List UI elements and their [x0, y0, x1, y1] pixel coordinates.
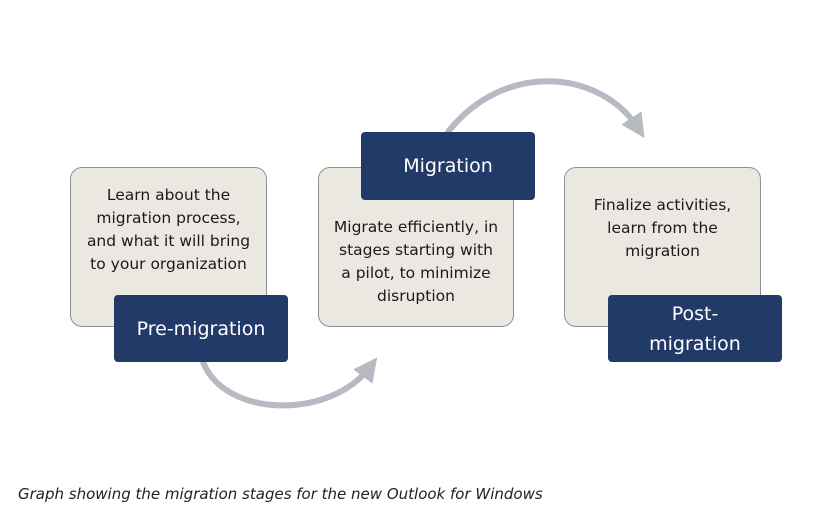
stage-card-pre-migration: Learn about the migration process, and w…: [70, 167, 267, 327]
stage-label-post-migration: Post- migration: [608, 295, 782, 362]
curved-arrow-top: [445, 78, 645, 139]
stage-description-migration: Migrate efficiently, in stages starting …: [333, 218, 499, 305]
figure-caption: Graph showing the migration stages for t…: [18, 485, 543, 503]
curved-arrow-bottom: [200, 357, 378, 409]
stage-label-migration: Migration: [361, 132, 535, 200]
stage-label-pre-migration: Pre-migration: [114, 295, 288, 362]
stage-description-post-migration: Finalize activities, learn from the migr…: [593, 196, 732, 260]
stage-description-pre-migration: Learn about the migration process, and w…: [86, 186, 251, 273]
